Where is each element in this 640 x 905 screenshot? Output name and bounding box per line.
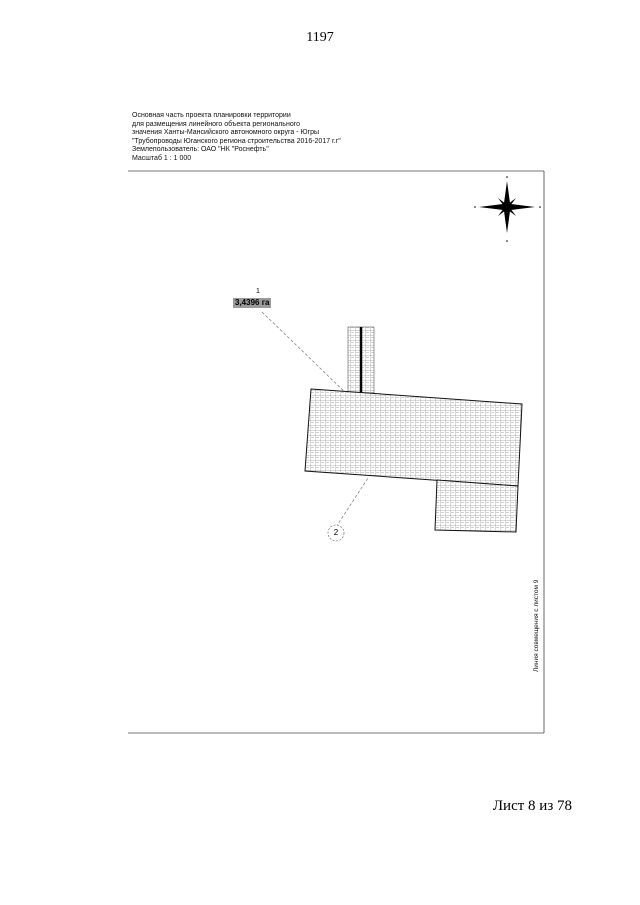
sub-parcel [434, 479, 519, 533]
page-number: 1197 [306, 30, 334, 45]
plan-header: Основная часть проекта планировки террит… [132, 112, 341, 164]
main-parcel [304, 388, 523, 487]
point-2-marker [327, 524, 345, 542]
header-line-5: Землепользователь: ОАО "НК "Роснефть" [132, 146, 269, 154]
pipeline-strip [347, 326, 375, 394]
point-leader-line [335, 477, 369, 528]
point-2-label: 2 [333, 528, 339, 537]
match-line-note: Линия совмещения с листом 9 [533, 579, 540, 672]
map-border [128, 170, 545, 734]
north-arrow-icon [474, 176, 541, 242]
header-line-2: для размещения линейного объекта региона… [132, 120, 300, 128]
parcel-area-label: 3,4396 га [233, 298, 272, 308]
parcel-leader-line [261, 311, 351, 398]
header-line-3: значения Ханты-Мансийского автономного о… [132, 129, 320, 137]
header-line-4: "Трубопроводы Юганского региона строител… [132, 137, 341, 145]
header-line-1: Основная часть проекта планировки террит… [132, 112, 291, 119]
header-line-6: Масштаб 1 : 1 000 [132, 154, 192, 162]
sheet-counter: Лист 8 из 78 [492, 798, 572, 814]
parcel-number: 1 [256, 288, 260, 295]
